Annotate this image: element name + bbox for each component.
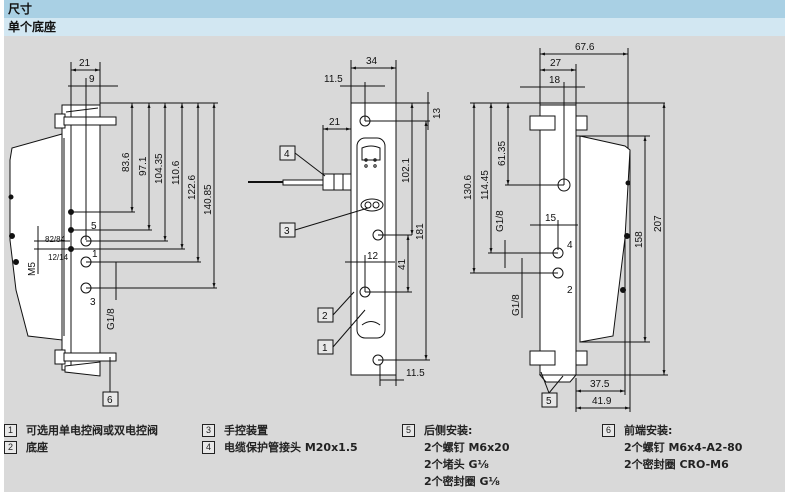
valve-housing	[9, 133, 63, 341]
legend-badge: 3	[202, 424, 215, 437]
dim-right-15: 15	[545, 213, 557, 224]
dim-front-41: 41	[397, 258, 408, 270]
dim-front-181: 181	[415, 223, 426, 240]
thread-label-g18-right-top: G1/8	[495, 210, 506, 232]
dim-left-140-85: 140.85	[203, 184, 214, 215]
legend-badge: 4	[202, 441, 215, 454]
legend-text: 电缆保护管接头 M20x1.5	[224, 441, 358, 454]
dim-front-21: 21	[329, 117, 341, 128]
thread-label-g18-left: G1/8	[106, 308, 117, 330]
dim-front-11-5-bottom: 11.5	[406, 368, 425, 379]
dim-right-158: 158	[634, 231, 645, 248]
callout-3: 3	[284, 226, 290, 237]
legend-subline: 2个密封圈 CRO-M6	[624, 458, 729, 471]
legend-text: 后侧安装:	[424, 424, 473, 437]
legend-subline: 2个密封圈 G⅛	[424, 475, 500, 488]
dim-right-41-9: 41.9	[592, 396, 612, 407]
dim-front-11-5-top: 11.5	[324, 74, 343, 85]
dim-right-67-6: 67.6	[575, 42, 595, 53]
dim-right-130-6: 130.6	[463, 175, 474, 200]
base-plate	[61, 104, 101, 371]
port-label-12-14: 12/14	[48, 253, 69, 262]
dim-right-207: 207	[653, 215, 664, 232]
dim-right-37-5: 37.5	[590, 379, 610, 390]
legend-badge: 2	[4, 441, 17, 454]
legend-text: 手控装置	[224, 424, 268, 437]
legend-badge: 1	[4, 424, 17, 437]
legend-col-3: 5 后侧安装: 2个螺钉 M6x20 2个堵头 G⅛ 2个密封圈 G⅛	[402, 422, 510, 490]
dim-right-61-35: 61.35	[497, 141, 508, 166]
dim-left-83-6: 83.6	[121, 152, 132, 172]
dim-right-18: 18	[549, 75, 561, 86]
callout-5: 5	[546, 396, 552, 407]
legend-subline: 2个螺钉 M6x20	[424, 441, 510, 454]
legend-item-4: 4 电缆保护管接头 M20x1.5	[202, 439, 358, 456]
dim-left-9: 9	[89, 74, 95, 85]
section-subheader: 单个底座	[4, 18, 785, 36]
callout-2: 2	[322, 311, 328, 322]
dim-left-104-35: 104.35	[154, 153, 165, 184]
callout-1: 1	[322, 343, 328, 354]
thread-label-m5: M5	[27, 262, 38, 276]
port-label-2: 2	[567, 285, 573, 296]
section-subtitle: 单个底座	[8, 20, 57, 34]
dim-left-122-6: 122.6	[187, 175, 198, 200]
side-view-left	[8, 62, 218, 407]
legend-item-1: 1 可选用单电控阀或双电控阀	[4, 422, 158, 439]
dim-right-114-45: 114.45	[480, 170, 491, 200]
dim-front-12: 12	[367, 251, 379, 262]
legend-text: 前端安装:	[624, 424, 673, 437]
legend-item-5: 5 后侧安装:	[402, 422, 510, 439]
dim-front-102-1: 102.1	[401, 158, 412, 183]
dim-front-13: 13	[432, 107, 443, 119]
dim-left-110-6: 110.6	[171, 160, 182, 185]
port-label-4: 4	[567, 240, 573, 251]
legend-col-2: 3 手控装置 4 电缆保护管接头 M20x1.5	[202, 422, 358, 456]
dim-left-21: 21	[79, 58, 91, 69]
front-view	[248, 60, 430, 386]
port-label-3: 3	[90, 297, 96, 308]
legend-subline: 2个堵头 G⅛	[424, 458, 489, 471]
thread-label-g18-right-bottom: G1/8	[511, 294, 522, 316]
legend-badge: 6	[602, 424, 615, 437]
legend-subline: 2个螺钉 M6x4-A2-80	[624, 441, 743, 454]
port-label-5: 5	[91, 221, 97, 232]
side-view-right	[470, 48, 668, 412]
dim-right-27: 27	[550, 58, 562, 69]
legend-text: 可选用单电控阀或双电控阀	[26, 424, 158, 437]
section-title: 尺寸	[8, 2, 33, 16]
valve-housing-right	[579, 135, 631, 343]
legend-item-6: 6 前端安装:	[602, 422, 742, 439]
callout-6: 6	[107, 395, 113, 406]
legend-item-2: 2 底座	[4, 439, 158, 456]
legend-col-4: 6 前端安装: 2个螺钉 M6x4-A2-80 2个密封圈 CRO-M6	[602, 422, 742, 473]
legend-item-3: 3 手控装置	[202, 422, 358, 439]
dimension-labels: 21 9 83.6 97.1 104.35 110.6 122.6 140.85…	[27, 42, 664, 407]
callout-4: 4	[284, 149, 290, 160]
dim-front-34: 34	[366, 56, 378, 67]
port-label-82-84: 82/84	[45, 235, 66, 244]
legend-col-1: 1 可选用单电控阀或双电控阀 2 底座	[4, 422, 158, 456]
section-header-dimensions: 尺寸	[4, 0, 785, 18]
legend-badge: 5	[402, 424, 415, 437]
legend-text: 底座	[26, 441, 48, 454]
dim-left-97-1: 97.1	[138, 156, 149, 176]
port-label-1: 1	[92, 249, 98, 260]
